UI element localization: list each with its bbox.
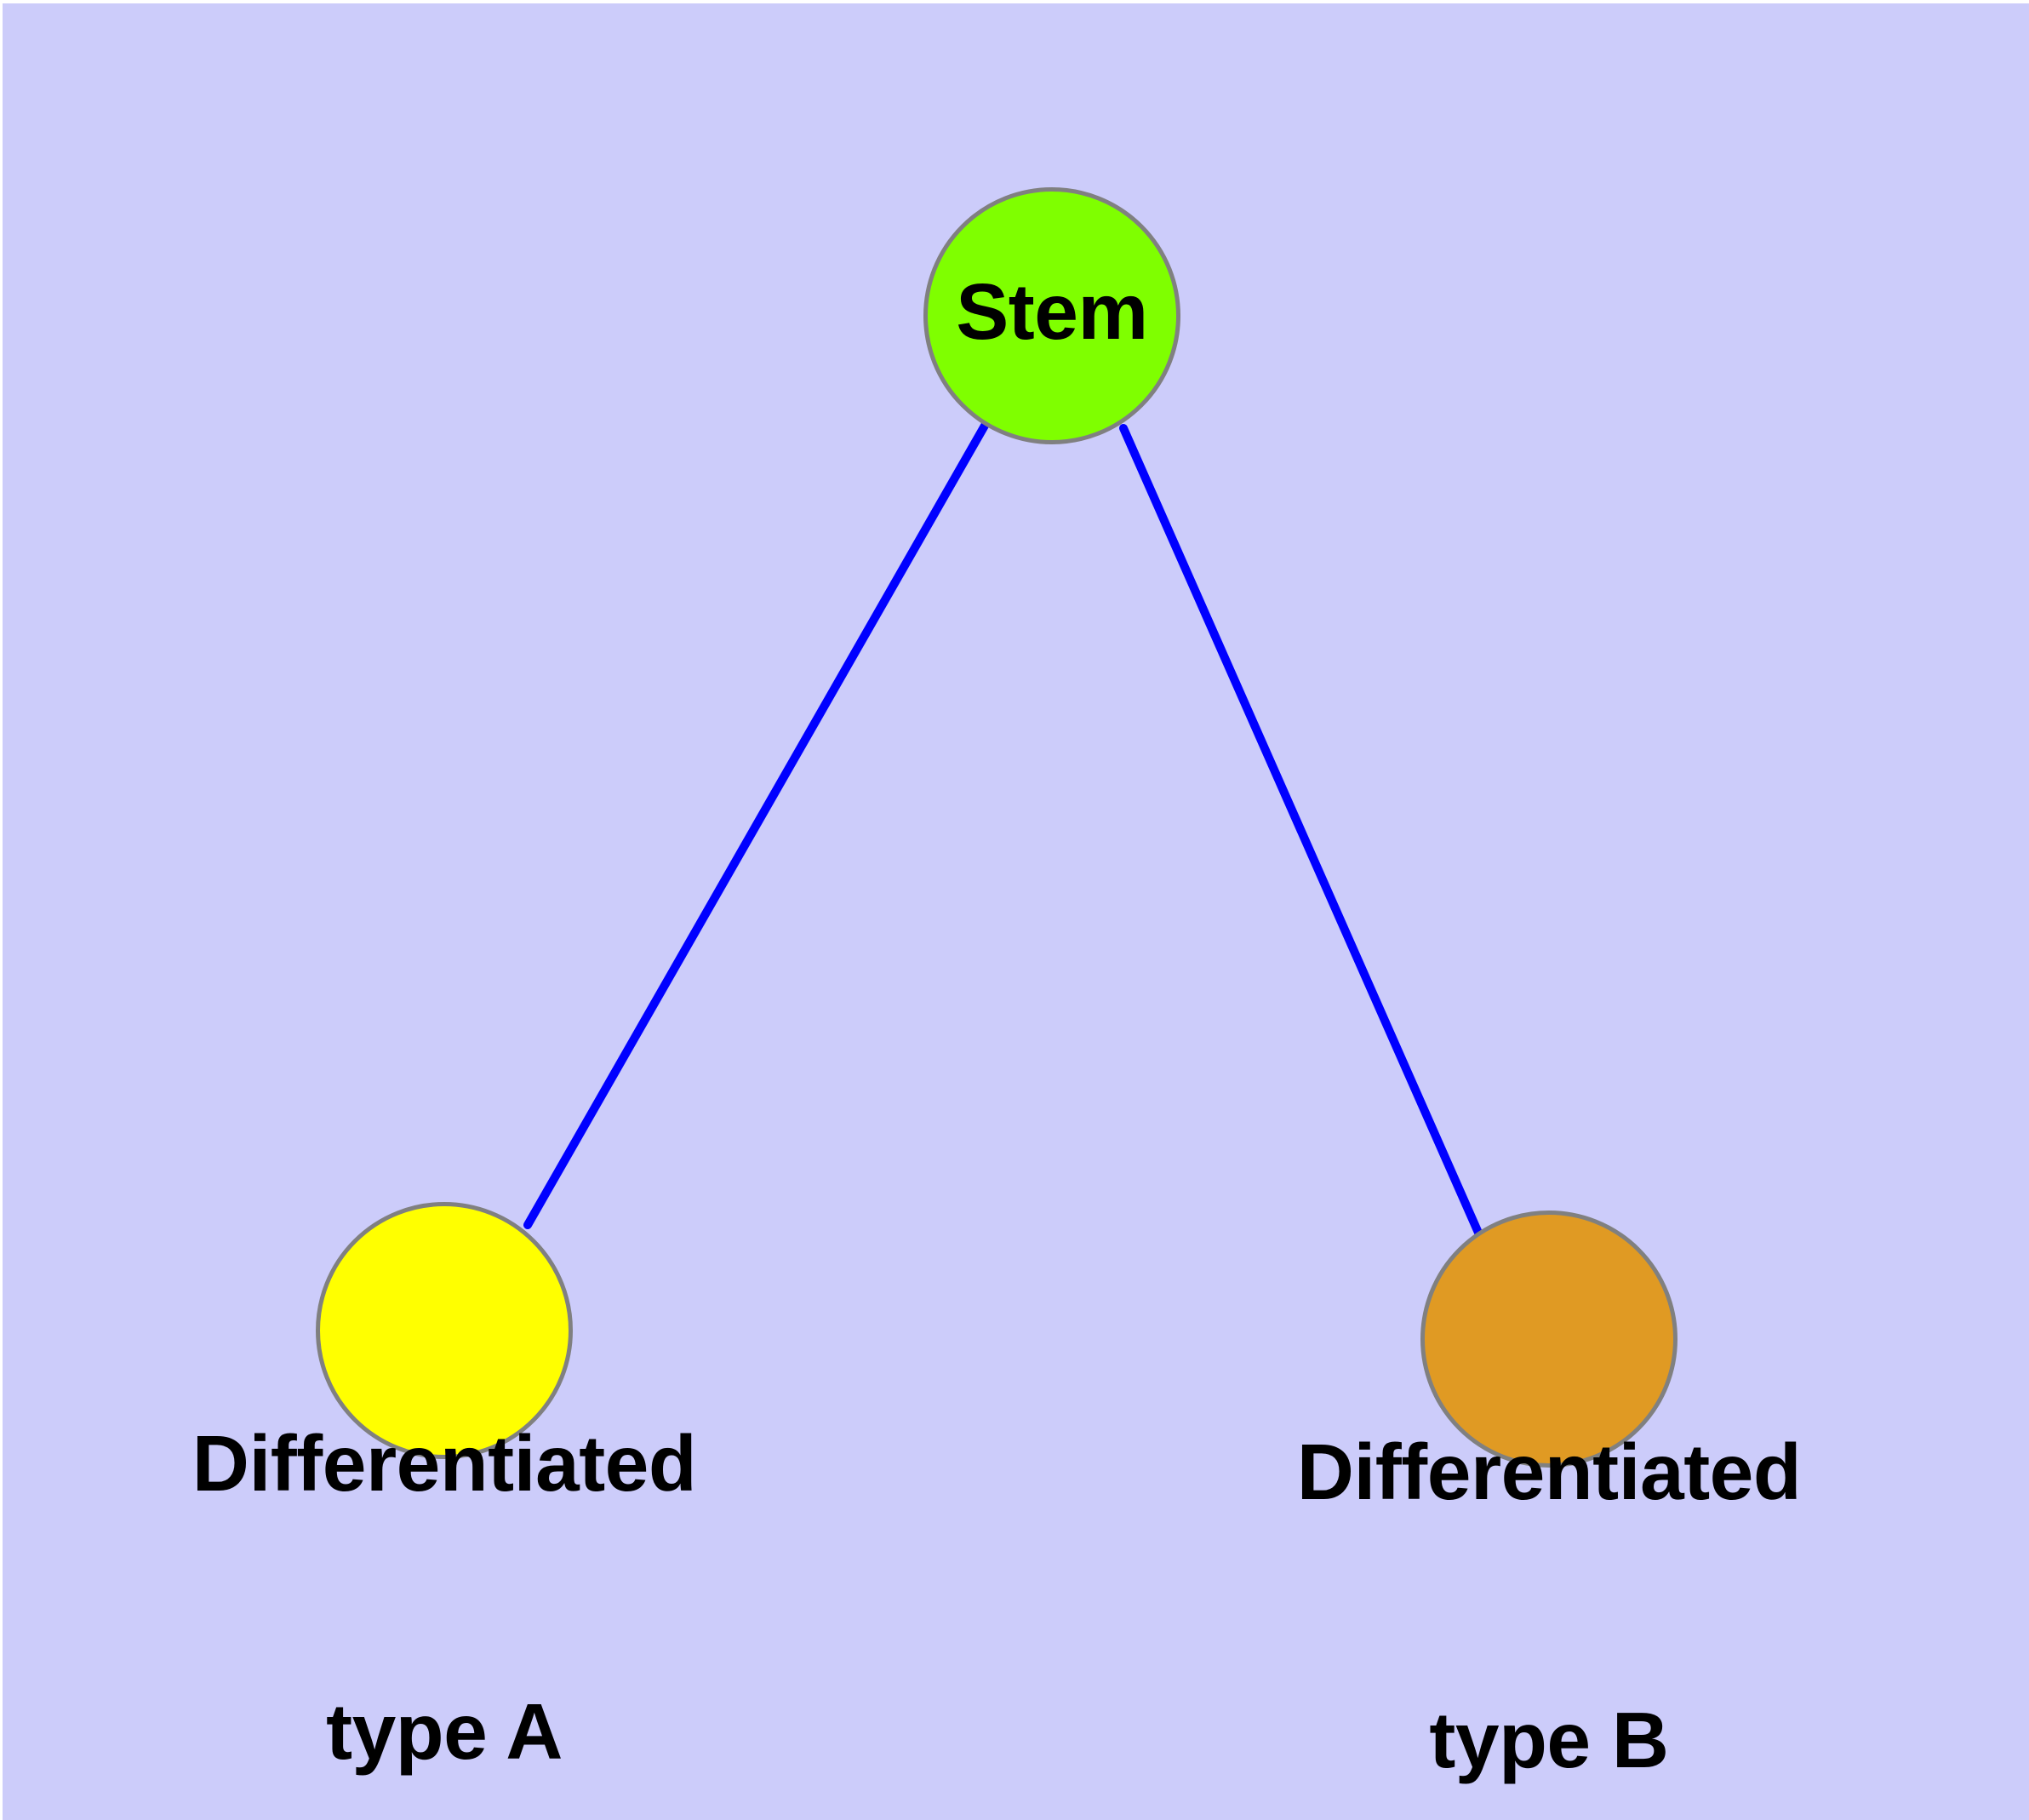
node-stem[interactable]	[923, 187, 1180, 444]
node-differentiated-type-b[interactable]	[1420, 1210, 1677, 1468]
node-differentiated-type-a[interactable]	[316, 1202, 573, 1459]
edge-stem-to-differentiated-type-a	[523, 421, 989, 1229]
edge-stem-to-differentiated-type-b	[1119, 424, 1483, 1237]
